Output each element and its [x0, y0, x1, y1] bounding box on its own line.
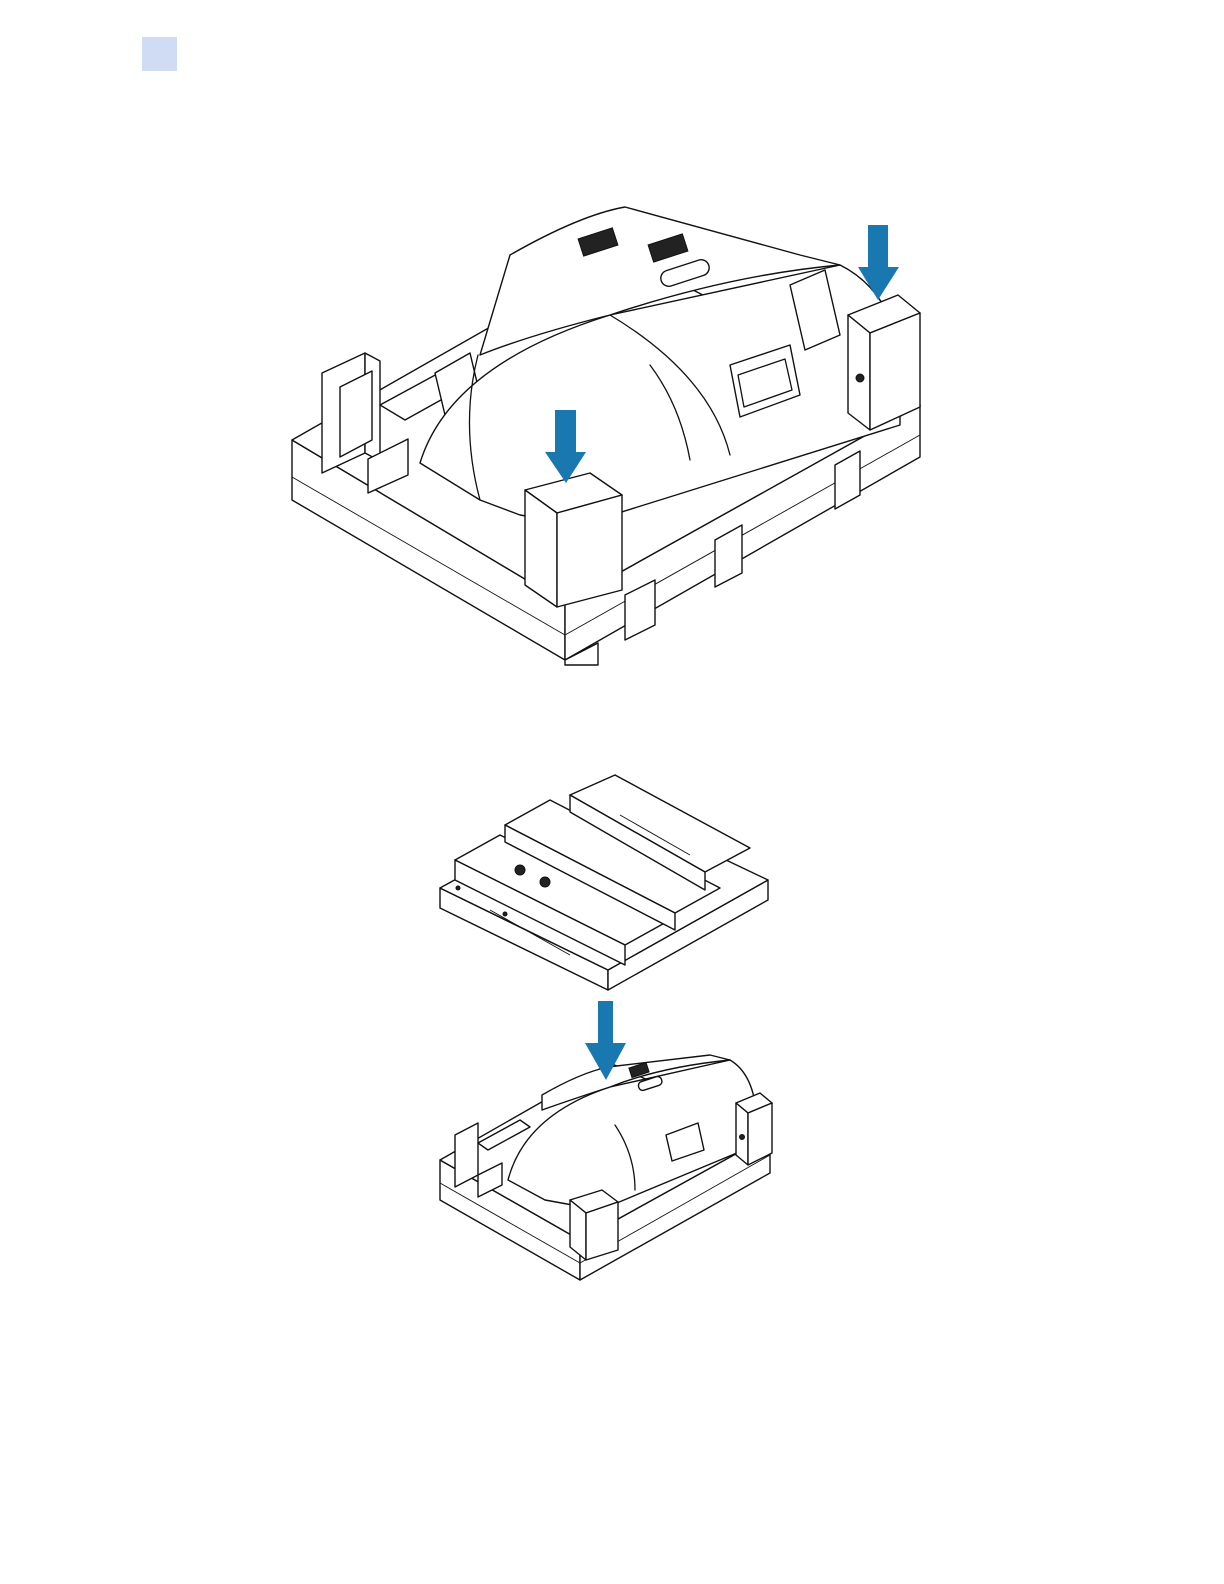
foam-insert-illustration [430, 770, 780, 1000]
rear-end-block [736, 1093, 772, 1165]
foam-insert [440, 775, 768, 990]
front-end-block [525, 473, 622, 607]
front-end-block [570, 1190, 618, 1260]
page-corner-tab [142, 37, 177, 71]
printer-on-foam-base-illustration [280, 195, 940, 670]
rear-end-block [848, 295, 920, 430]
printer-on-foam-base-small-illustration [430, 995, 790, 1295]
